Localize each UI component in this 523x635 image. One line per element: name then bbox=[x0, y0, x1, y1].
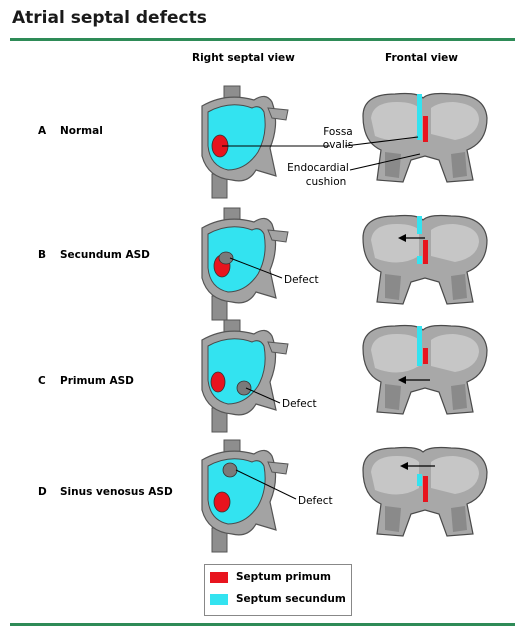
fv-normal bbox=[362, 92, 488, 183]
row-title: Primum ASD bbox=[60, 375, 134, 387]
row-letter: C bbox=[38, 375, 46, 387]
fv-secundum bbox=[362, 214, 488, 305]
column-header-frontal: Frontal view bbox=[385, 52, 458, 64]
label-fossa-ovalis-2: ovalis bbox=[323, 139, 353, 151]
legend-label-primum: Septum primum bbox=[236, 571, 331, 583]
label-defect-primum: Defect bbox=[282, 398, 317, 410]
row-letter: D bbox=[38, 486, 47, 498]
legend-item-primum: Septum primum bbox=[210, 571, 331, 587]
fv-primum bbox=[362, 324, 488, 415]
row-letter: A bbox=[38, 125, 47, 137]
row-title: Secundum ASD bbox=[60, 249, 150, 261]
label-endocardial-cushion-2: cushion bbox=[306, 176, 347, 188]
row-letter: B bbox=[38, 249, 47, 261]
rsv-secundum bbox=[201, 207, 289, 321]
rsv-sinus-venosus bbox=[201, 439, 289, 553]
legend-item-secundum: Septum secundum bbox=[210, 593, 346, 609]
label-defect-sinus-venosus: Defect bbox=[298, 495, 333, 507]
label-endocardial-cushion-1: Endocardial bbox=[287, 162, 349, 174]
row-label-sinus-venosus: D Sinus venosus ASD bbox=[38, 486, 173, 498]
legend: Septum primum Septum secundum bbox=[204, 564, 352, 616]
title-divider bbox=[10, 38, 515, 41]
row-label-primum: C Primum ASD bbox=[38, 375, 134, 387]
legend-swatch-primum bbox=[210, 571, 228, 583]
row-title: Sinus venosus ASD bbox=[60, 486, 173, 498]
legend-label-secundum: Septum secundum bbox=[236, 593, 346, 605]
row-label-normal: A Normal bbox=[38, 125, 103, 137]
label-defect-secundum: Defect bbox=[284, 274, 319, 286]
fv-sinus-venosus bbox=[362, 446, 488, 537]
row-label-secundum: B Secundum ASD bbox=[38, 249, 150, 261]
label-fossa-ovalis-1: Fossa bbox=[323, 126, 352, 138]
legend-swatch-secundum bbox=[210, 593, 228, 605]
column-header-right-septal: Right septal view bbox=[192, 52, 295, 64]
page-title: Atrial septal defects bbox=[12, 8, 207, 28]
row-title: Normal bbox=[60, 125, 103, 137]
rsv-primum bbox=[201, 319, 289, 433]
footer-divider bbox=[10, 623, 515, 626]
rsv-normal bbox=[201, 85, 289, 199]
